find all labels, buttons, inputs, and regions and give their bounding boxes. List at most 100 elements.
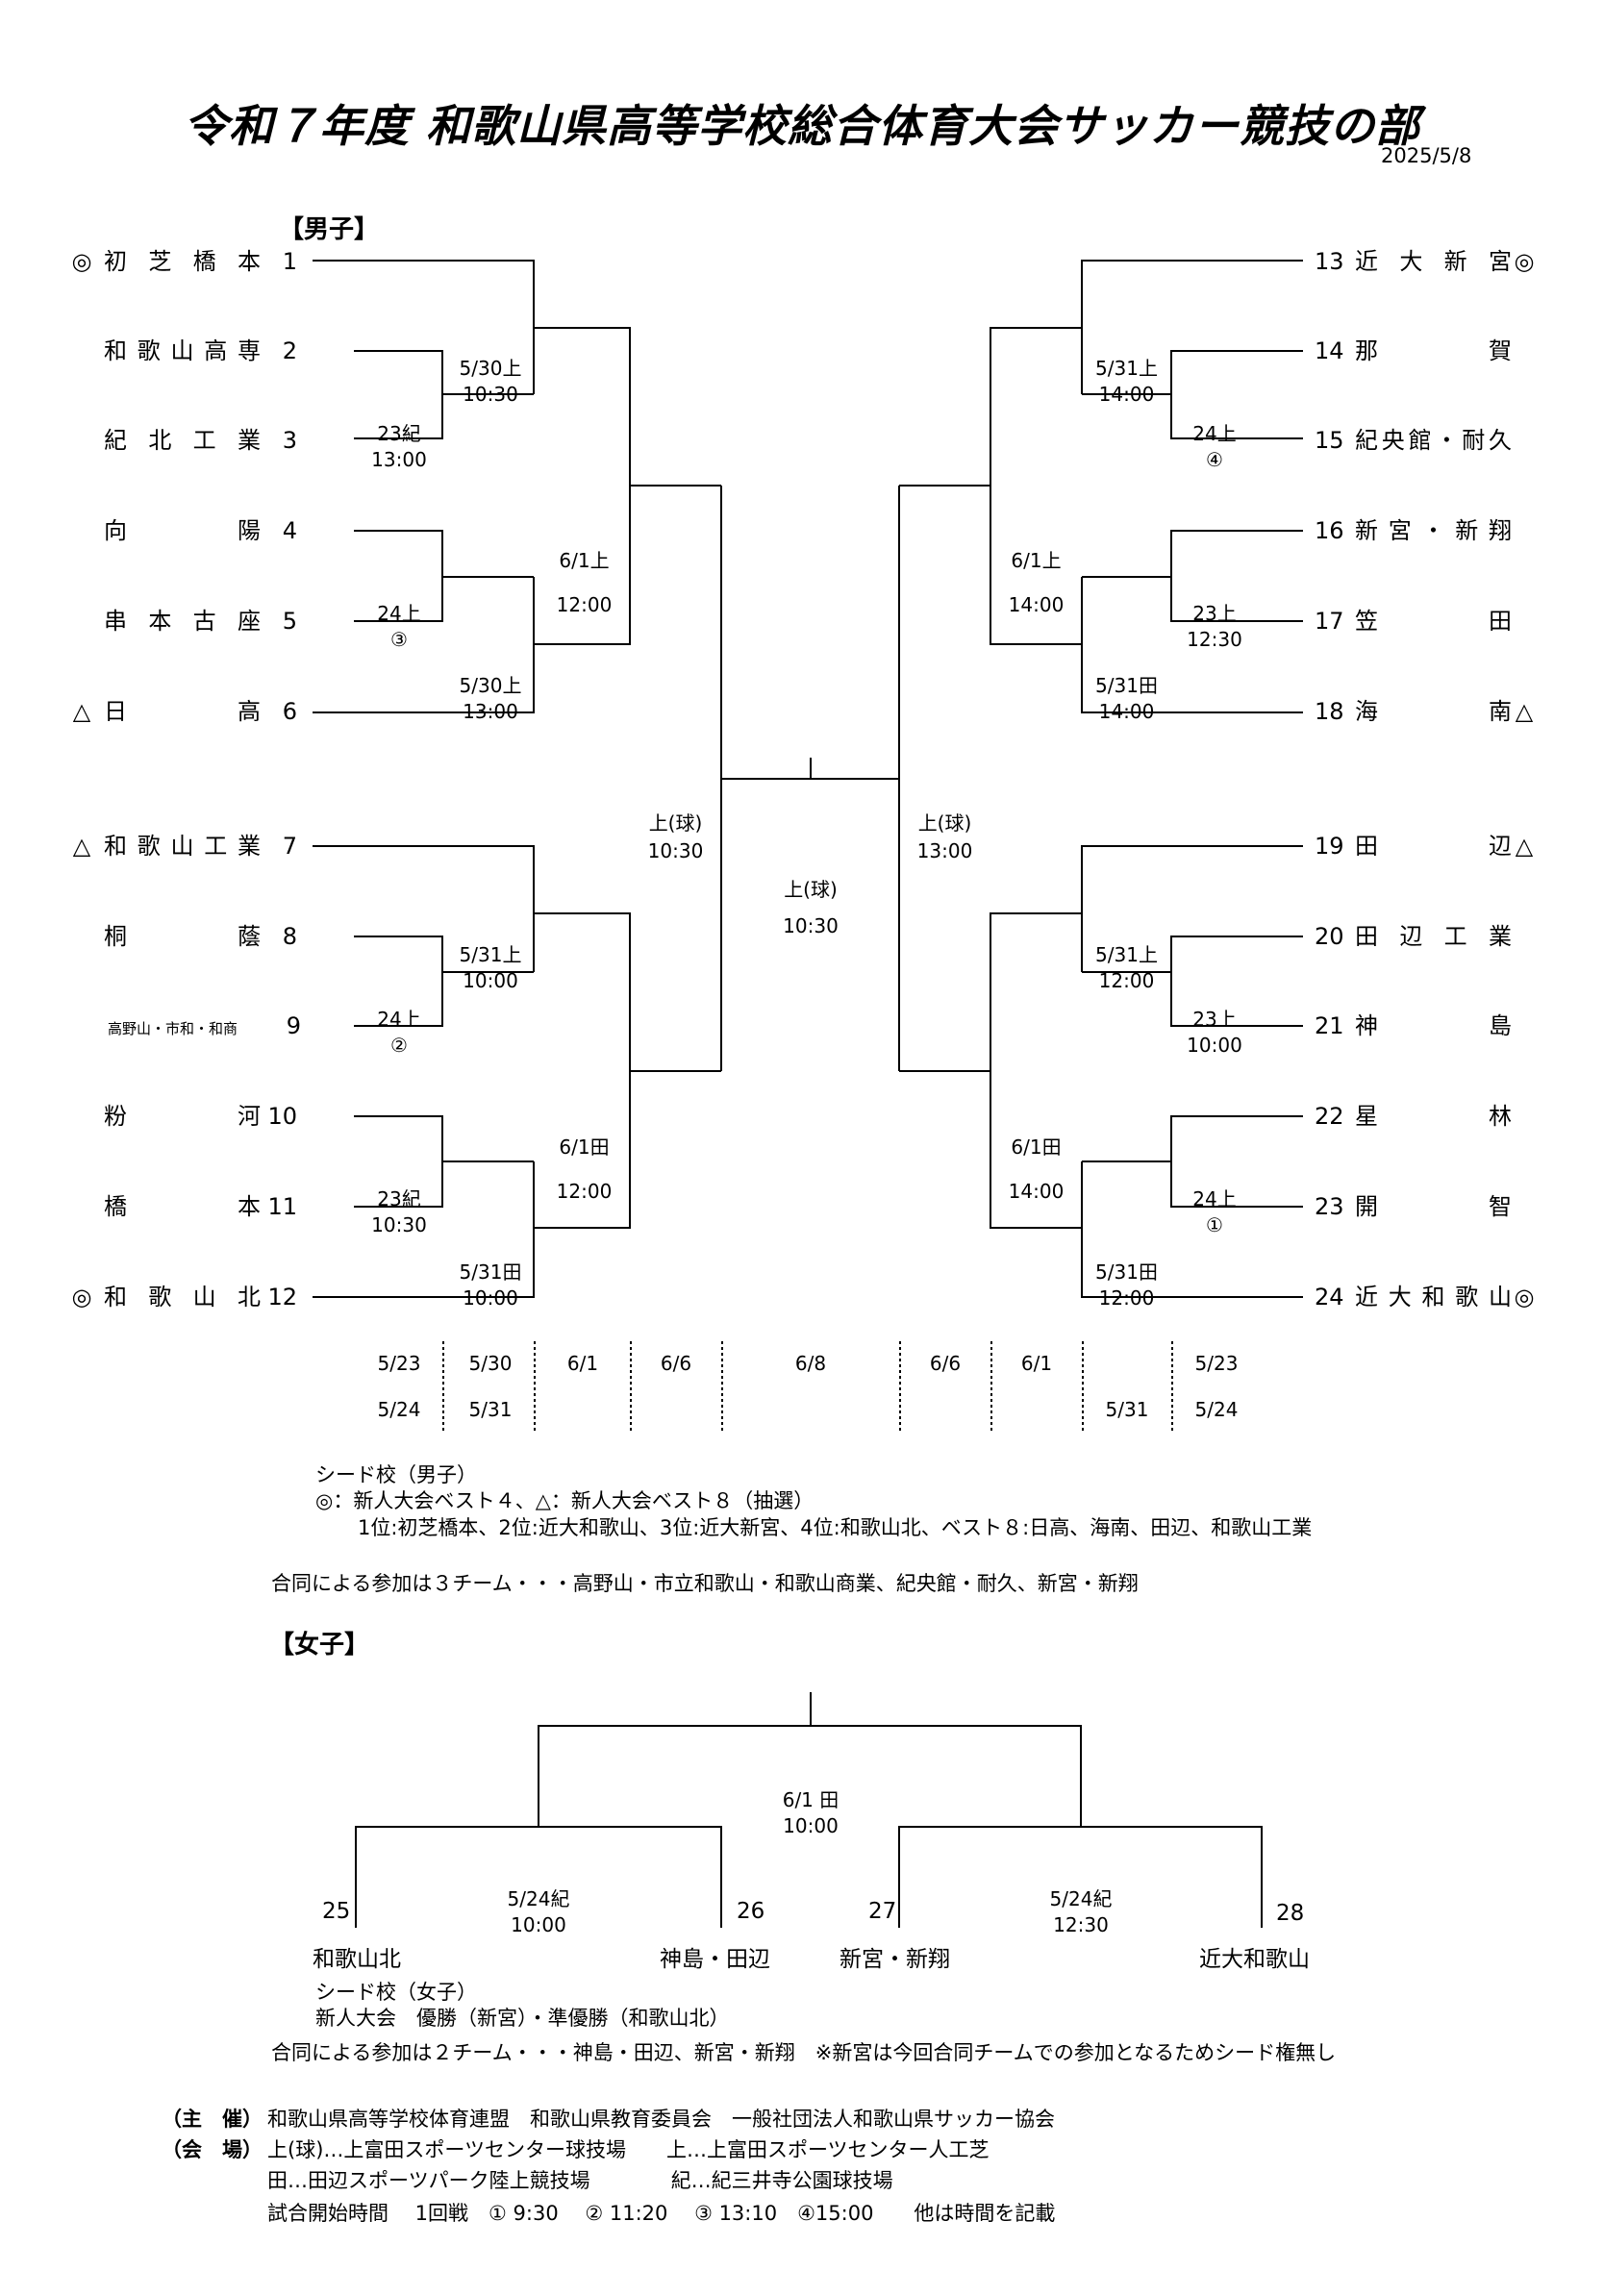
footer-venue-label: （会 場） xyxy=(162,2138,263,2161)
line-left-r2-d xyxy=(313,1161,535,1298)
date-column-label: 6/8 xyxy=(794,1352,827,1375)
team-number: 1 xyxy=(282,248,297,275)
seed-mark: △ xyxy=(1515,833,1534,860)
girls-seed-line1: 新人大会 優勝（新宮）・準優勝（和歌山北） xyxy=(315,2007,730,2030)
team-row-right: 17 笠田 xyxy=(1315,606,1537,636)
team-number: 22 xyxy=(1315,1103,1344,1130)
line-left-r2-a xyxy=(313,260,535,394)
line-right-r2-d xyxy=(1081,1161,1303,1298)
team-name: 向陽 xyxy=(104,517,261,544)
seed-mark: △ xyxy=(72,833,91,860)
date-column-label: 5/31 xyxy=(468,1398,513,1421)
date-column-label: 5/31 xyxy=(1105,1398,1149,1421)
team-name: 田辺工業 xyxy=(1355,923,1512,950)
seed-mark: ◎ xyxy=(1514,248,1535,275)
seed-mark: △ xyxy=(1515,698,1534,725)
footer-venue: （会 場）上(球)…上富田スポーツセンター球技場 上…上富田スポーツセンター人工… xyxy=(162,2134,990,2165)
line-right-r2-a xyxy=(1081,260,1303,394)
footer-venue-line1: 上(球)…上富田スポーツセンター球技場 上…上富田スポーツセンター人工芝 xyxy=(267,2138,990,2161)
team-number: 3 xyxy=(282,427,297,454)
line-girls-final xyxy=(538,1725,1082,1774)
footer-host-label: （主 催） xyxy=(162,2108,263,2131)
team-number: 20 xyxy=(1315,923,1344,950)
girls-team-number: 26 xyxy=(737,1899,765,1924)
team-name: 橋本 xyxy=(104,1193,261,1220)
date-column-label: 5/24 xyxy=(377,1398,421,1421)
boys-heading: 【男子】 xyxy=(279,215,380,244)
match-info-final: 上(球)10:30 xyxy=(783,878,839,937)
team-number: 13 xyxy=(1315,248,1344,275)
team-name: 紀央館・耐久 xyxy=(1355,427,1512,454)
date-column-label: 6/1 xyxy=(566,1352,599,1375)
team-name: 新宮・新翔 xyxy=(1355,517,1512,544)
team-number: 18 xyxy=(1315,698,1344,725)
footer-host: （主 催）和歌山県高等学校体育連盟 和歌山県教育委員会 一般社団法人和歌山県サッ… xyxy=(162,2104,1055,2134)
team-number: 17 xyxy=(1315,608,1344,635)
team-number: 12 xyxy=(267,1284,297,1310)
team-name: 粉河 xyxy=(104,1103,261,1130)
girls-team-number: 25 xyxy=(322,1899,351,1924)
footer-venue-2: 田…田辺スポーツパーク陸上競技場 紀…紀三井寺公園球技場 xyxy=(267,2165,893,2196)
team-name: 紀北工業 xyxy=(104,427,261,454)
girls-team-name: 和歌山北 xyxy=(313,1947,401,1972)
match-info-sf-right: 上(球)13:00 xyxy=(916,811,973,862)
team-name: 和歌山工業 xyxy=(104,833,261,860)
team-number: 2 xyxy=(282,337,297,364)
seed-mark: ◎ xyxy=(71,1284,92,1310)
team-name: 笠田 xyxy=(1355,608,1512,635)
line-left-r2-b xyxy=(313,577,535,713)
team-name: 近大新宮 xyxy=(1355,248,1512,275)
team-name: 初芝橋本 xyxy=(104,248,261,275)
seed-mark: △ xyxy=(72,698,91,725)
girls-team-number: 28 xyxy=(1276,1901,1305,1926)
team-name: 日高 xyxy=(104,698,261,725)
date-column-label: 5/24 xyxy=(1194,1398,1239,1421)
date-column-label: 5/23 xyxy=(1194,1352,1239,1375)
date-column-label: 5/23 xyxy=(377,1352,421,1375)
team-name: 和歌山北 xyxy=(104,1284,261,1310)
footer-host-text: 和歌山県高等学校体育連盟 和歌山県教育委員会 一般社団法人和歌山県サッカー協会 xyxy=(267,2108,1055,2131)
team-row-left: 紀北工業 3 xyxy=(69,425,297,456)
team-number: 10 xyxy=(267,1103,297,1130)
date-column-label: 5/30 xyxy=(468,1352,513,1375)
team-name: 串本古座 xyxy=(104,608,261,635)
team-name: 那賀 xyxy=(1355,337,1512,364)
girls-team-name: 近大和歌山 xyxy=(1199,1947,1310,1972)
line-right-r2-c xyxy=(1081,845,1303,972)
team-number: 19 xyxy=(1315,833,1344,860)
girls-team-name: 神島・田辺 xyxy=(660,1947,770,1972)
team-name: 開智 xyxy=(1355,1193,1512,1220)
team-number: 23 xyxy=(1315,1193,1344,1220)
footer-times: 試合開始時間 1回戦 ① 9:30 ② 11:20 ③ 13:10 ④15:00… xyxy=(267,2198,1055,2229)
team-number: 8 xyxy=(282,923,297,950)
girls-seed-title: シード校（女子） xyxy=(315,1981,477,2004)
boys-seed-title: シード校（男子） xyxy=(315,1463,477,1486)
page-title: 令和７年度 和歌山県高等学校総合体育大会サッカー競技の部 xyxy=(183,100,1420,152)
date-column-label: 6/6 xyxy=(929,1352,962,1375)
team-name: 田辺 xyxy=(1355,833,1512,860)
